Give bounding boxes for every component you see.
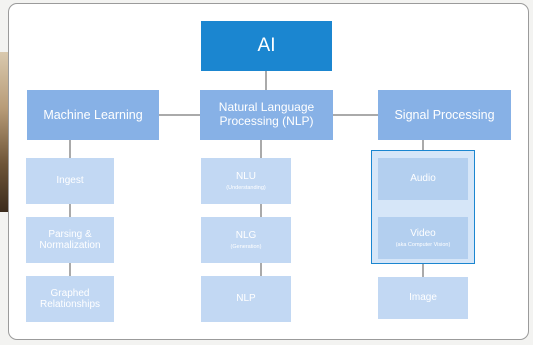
node-audio: Audio — [378, 158, 468, 200]
node-audio-label: Audio — [410, 173, 436, 185]
node-nlg-label: NLG — [235, 230, 257, 242]
node-graphed-relationships: Graphed Relationships — [26, 276, 114, 322]
node-signal-processing-label: Signal Processing — [394, 107, 495, 122]
node-parsing-normalization-label: Parsing & Normalization — [39, 228, 101, 252]
node-nlu: NLU (Understanding) — [201, 158, 291, 204]
node-ai-label: AI — [257, 35, 276, 57]
node-ingest-label: Ingest — [56, 175, 84, 187]
node-parsing-normalization: Parsing & Normalization — [26, 217, 114, 263]
node-nlp-item-label: NLP — [236, 293, 256, 305]
node-image-label: Image — [409, 292, 437, 304]
node-video: Video (aka Computer Vision) — [378, 217, 468, 259]
node-video-sublabel: (aka Computer Vision) — [395, 241, 451, 248]
node-ingest: Ingest — [26, 158, 114, 204]
node-machine-learning-label: Machine Learning — [43, 107, 143, 122]
node-video-label: Video — [410, 228, 436, 240]
node-nlp-label: Natural Language Processing (NLP) — [218, 100, 315, 128]
node-nlp: Natural Language Processing (NLP) — [200, 90, 333, 140]
node-graphed-relationships-label: Graphed Relationships — [39, 287, 101, 311]
node-nlu-label: NLU — [235, 171, 256, 183]
node-nlg: NLG (Generation) — [201, 217, 291, 263]
node-nlu-sublabel: (Understanding) — [226, 184, 266, 191]
node-ai: AI — [201, 21, 332, 71]
node-image: Image — [378, 277, 468, 319]
node-nlp-item: NLP — [201, 276, 291, 322]
node-signal-processing: Signal Processing — [378, 90, 511, 140]
node-nlg-sublabel: (Generation) — [230, 243, 262, 250]
photo-fragment — [0, 52, 11, 212]
node-machine-learning: Machine Learning — [27, 90, 159, 140]
